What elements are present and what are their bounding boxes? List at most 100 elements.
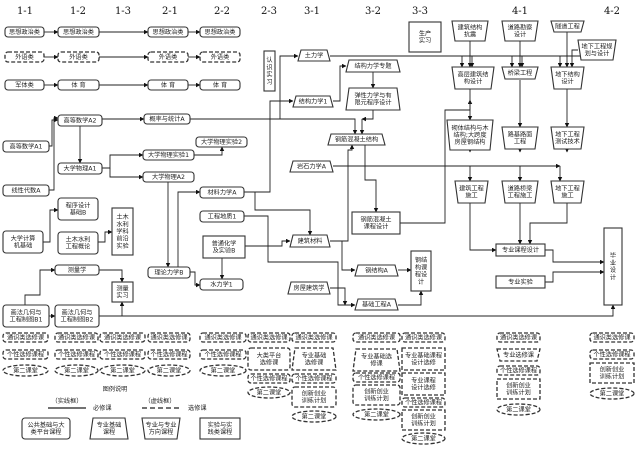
- course-zsy[interactable]: 专业实验: [495, 275, 546, 289]
- elective-course[interactable]: 个性选修课程: [401, 397, 446, 408]
- elective-course[interactable]: 个性选修课程: [291, 373, 337, 384]
- elective-course[interactable]: 通识类选修课: [291, 332, 337, 343]
- elective-course[interactable]: 第二课堂: [352, 408, 401, 421]
- course-jca[interactable]: 基础工程A: [354, 298, 399, 311]
- course-sd[interactable]: 隧道工程: [550, 20, 585, 33]
- course-zk[interactable]: 专业课程设计: [495, 243, 546, 257]
- course-clx[interactable]: 测量学: [54, 264, 100, 276]
- course-sz3[interactable]: 思想政治类: [147, 26, 189, 38]
- elective-course[interactable]: 通识类选修课: [496, 332, 541, 343]
- course-gd[interactable]: 工程地质1: [199, 210, 245, 223]
- course-fw[interactable]: 房屋建筑学: [287, 281, 331, 295]
- course-wy4[interactable]: 外语类: [199, 51, 241, 63]
- course-jg1[interactable]: 结构力学1: [292, 95, 334, 108]
- course-ty2[interactable]: 体 育: [147, 79, 189, 91]
- elective-course[interactable]: 通识类选修课: [2, 332, 49, 343]
- elective-course[interactable]: 通识类选修课: [147, 332, 191, 343]
- elective-course[interactable]: 个性选修课程: [147, 349, 191, 360]
- course-ll[interactable]: 理论力学B: [147, 266, 191, 279]
- elective-course[interactable]: 个性选修课程: [199, 349, 247, 360]
- course-wl1[interactable]: 大学物理A1: [57, 162, 103, 175]
- elective-course[interactable]: 第二课堂: [401, 432, 446, 445]
- elective-course[interactable]: 第二课堂: [2, 364, 49, 377]
- elective-course[interactable]: 专业选修课: [496, 348, 541, 362]
- elective-course[interactable]: 通识类选修课: [589, 332, 635, 343]
- elective-course[interactable]: 个性选修课程: [496, 365, 541, 376]
- elective-course[interactable]: 个性选修课程: [247, 373, 291, 384]
- elective-course[interactable]: 第二课堂: [589, 387, 635, 400]
- elective-course[interactable]: 第二课堂: [496, 403, 541, 416]
- course-sz4[interactable]: 思想政治类: [199, 26, 241, 38]
- elective-course[interactable]: 通识类选修课: [401, 332, 446, 343]
- elective-course[interactable]: 个性选修课程: [2, 349, 49, 360]
- elective-course[interactable]: 个性选修课程: [352, 372, 401, 383]
- course-ys[interactable]: 岩石力学A: [289, 160, 334, 173]
- course-xd[interactable]: 线性代数A: [2, 184, 50, 197]
- elective-course[interactable]: 个性选修课程: [589, 349, 635, 360]
- elective-course[interactable]: 第二课堂: [54, 364, 99, 377]
- course-sz2[interactable]: 思想政治类: [57, 26, 100, 38]
- course-gj[interactable]: 钢筋混凝土结构: [327, 133, 386, 146]
- course-sz1[interactable]: 思想政治类: [4, 26, 45, 38]
- course-wy2[interactable]: 外语类: [57, 51, 100, 63]
- course-jt[interactable]: 军体类: [4, 79, 45, 91]
- course-ql[interactable]: 桥梁工程: [501, 66, 539, 80]
- course-sy1[interactable]: 大学物理实验1: [142, 149, 195, 161]
- course-wy1[interactable]: 外语类: [4, 51, 45, 63]
- course-jc[interactable]: 建筑材料: [289, 234, 331, 248]
- course-gs2[interactable]: 高等数学A2: [57, 114, 103, 127]
- elective-course[interactable]: 个性选修课程: [54, 349, 99, 360]
- elective-course[interactable]: 通识类选修课: [247, 332, 291, 343]
- course-tl[interactable]: 土力学: [297, 49, 331, 62]
- elective-course[interactable]: 第二课堂: [291, 410, 337, 423]
- elective-course[interactable]: 第二课堂: [247, 386, 291, 399]
- course-sy2[interactable]: 大学物理实验2: [195, 136, 248, 148]
- elective-course[interactable]: 第二课堂: [147, 364, 191, 377]
- elective-course[interactable]: 通识类选修课: [199, 332, 247, 343]
- course-jg[interactable]: 结构力学专题: [345, 59, 401, 73]
- elective-course[interactable]: 第二课堂: [199, 364, 247, 377]
- course-sl[interactable]: 水力学1: [199, 278, 244, 291]
- elective-course[interactable]: 个性选修课程: [99, 349, 146, 360]
- course-wy3[interactable]: 外语类: [147, 51, 189, 63]
- elective-course[interactable]: 通识类选修课: [99, 332, 146, 343]
- course-ty3[interactable]: 体 育: [199, 79, 241, 91]
- course-gg[interactable]: 钢结构A: [354, 264, 399, 277]
- elective-course[interactable]: 通识类选修课: [352, 332, 401, 343]
- course-gl[interactable]: 概率与统计A: [143, 113, 191, 125]
- course-gs1[interactable]: 高等数学A1: [2, 140, 50, 153]
- course-ty1[interactable]: 体 育: [57, 79, 100, 91]
